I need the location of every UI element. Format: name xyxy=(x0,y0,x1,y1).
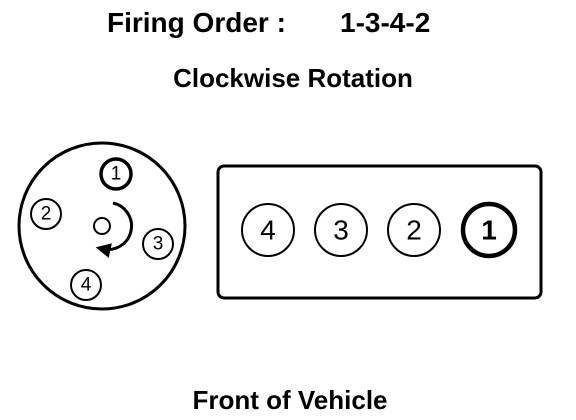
cylinder-3: 3 xyxy=(314,203,368,257)
distributor-terminal-label: 4 xyxy=(81,275,92,296)
cylinder-label: 2 xyxy=(406,215,422,246)
distributor-shaft xyxy=(93,217,111,235)
engine-block-outline xyxy=(216,164,543,300)
firing-order-label: Firing Order : xyxy=(107,7,286,38)
cylinder-label: 3 xyxy=(333,215,349,246)
distributor-cap-outline xyxy=(17,141,187,311)
cylinder-2: 2 xyxy=(387,203,441,257)
distributor-terminal-3: 3 xyxy=(142,228,174,260)
distributor-terminal-1: 1 xyxy=(99,157,133,191)
firing-order-value: 1-3-4-2 xyxy=(340,7,431,38)
engine-block: 4 3 2 1 xyxy=(216,164,543,300)
distributor-terminal-2: 2 xyxy=(30,198,62,230)
cylinder-label: 4 xyxy=(260,215,276,246)
distributor-terminal-4: 4 xyxy=(70,269,102,301)
rotation-label: Clockwise Rotation xyxy=(173,63,413,93)
clockwise-rotation-arrow-icon xyxy=(95,201,134,258)
cylinder-label: 1 xyxy=(481,215,497,246)
cylinder-4: 4 xyxy=(241,203,295,257)
distributor-terminal-label: 3 xyxy=(153,234,164,255)
distributor-terminal-label: 2 xyxy=(41,204,52,225)
front-of-vehicle-label: Front of Vehicle xyxy=(192,385,388,415)
firing-order-title: Firing Order : 1-3-4-2 xyxy=(0,6,576,40)
distributor-cap: 1 2 3 4 xyxy=(17,141,187,311)
distributor-terminal-label: 1 xyxy=(111,164,122,185)
cylinder-1: 1 xyxy=(460,201,518,259)
